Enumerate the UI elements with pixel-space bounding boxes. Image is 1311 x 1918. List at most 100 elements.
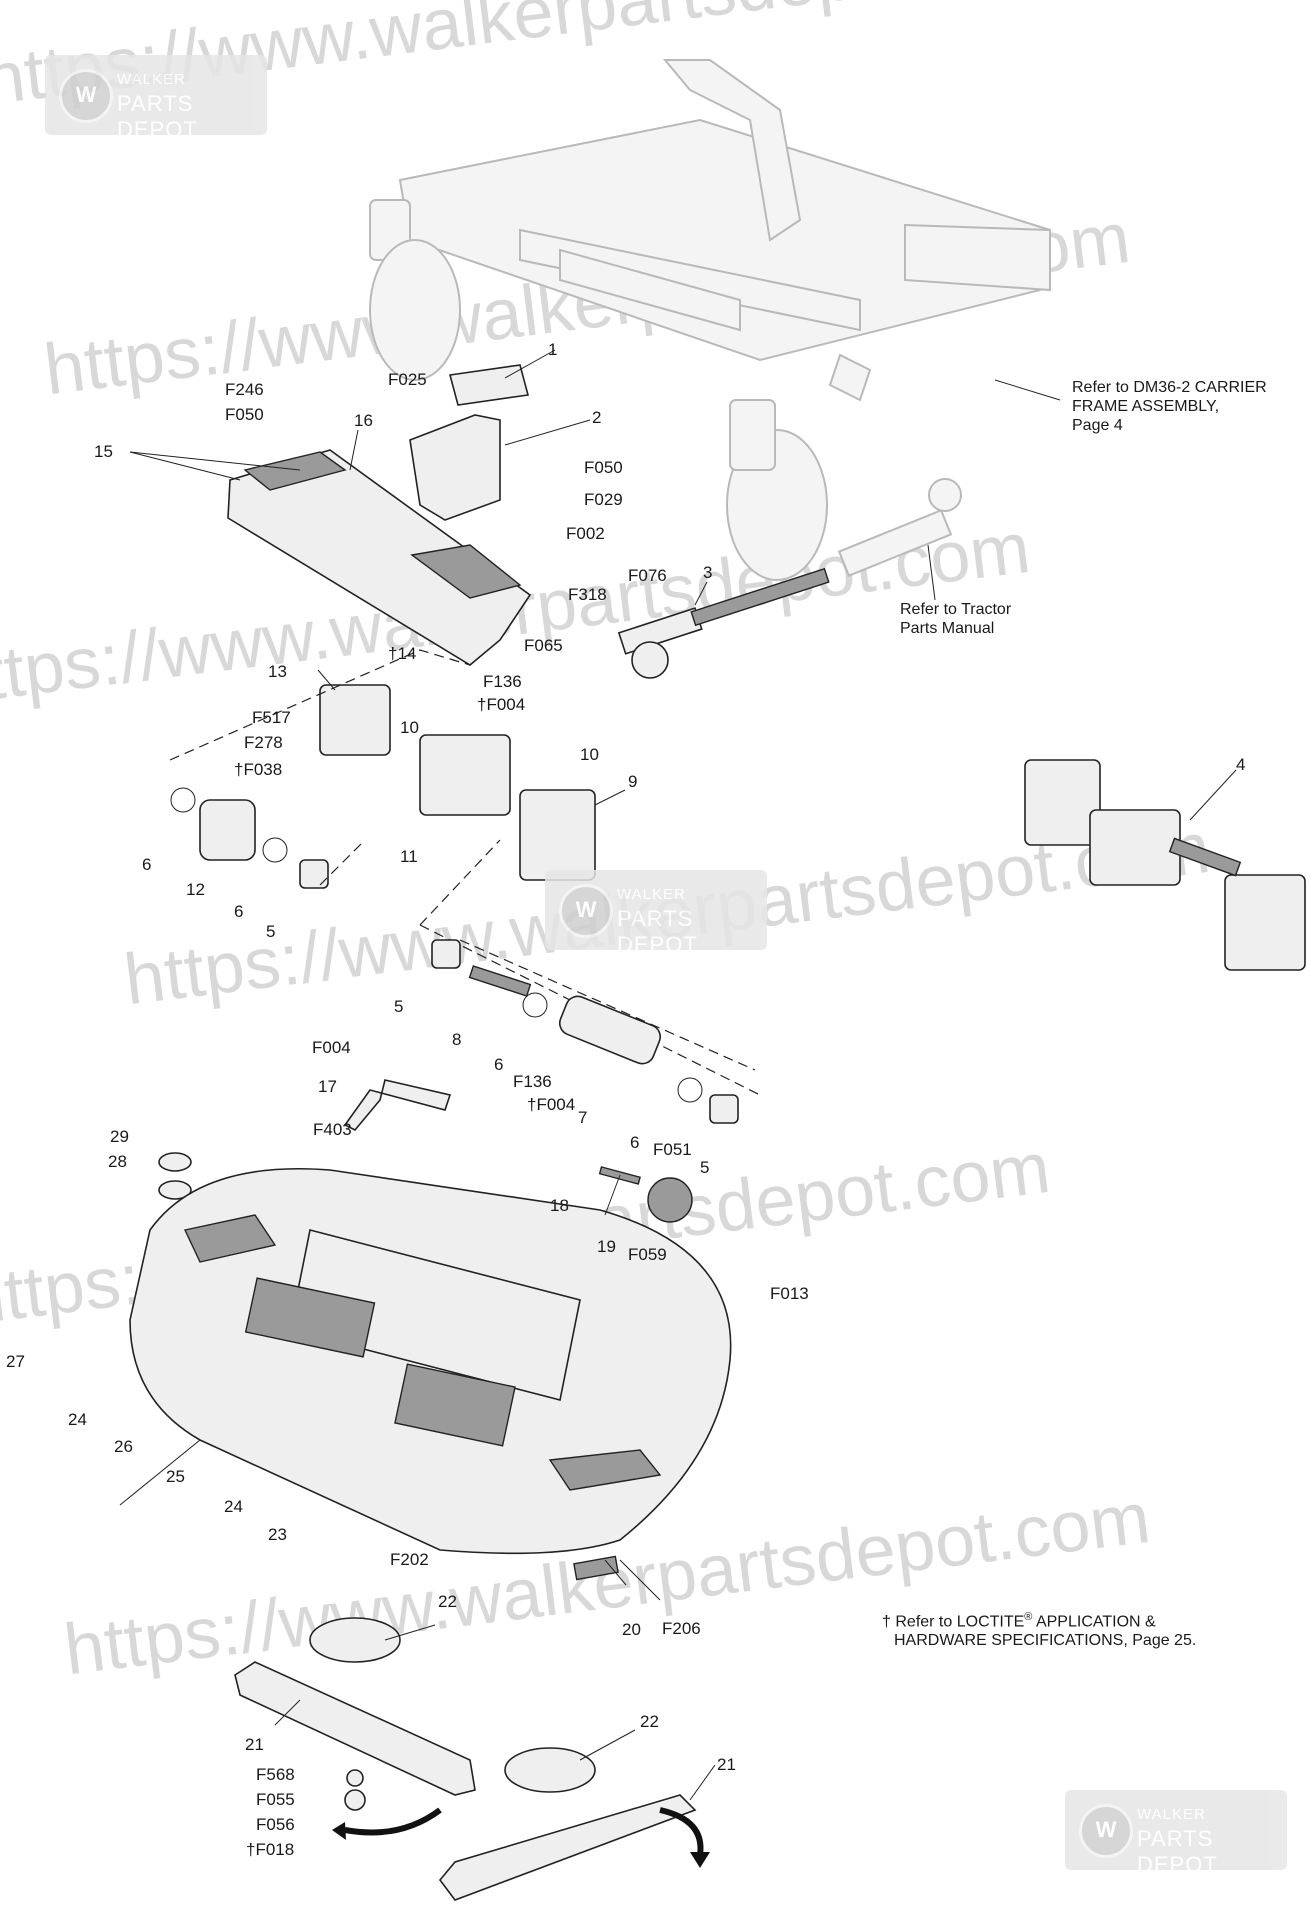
part-8-shaft: [468, 965, 532, 997]
walker-parts-depot-logo: WALKER PARTS DEPOT: [45, 55, 267, 142]
dagger-symbol: †: [882, 1613, 891, 1631]
note-tractor-manual: Refer to Tractor Parts Manual: [900, 600, 1011, 638]
leader-line: [317, 669, 336, 691]
note-line: FRAME ASSEMBLY,: [1072, 398, 1220, 415]
logo-badge-icon: [59, 69, 113, 123]
leader-line: [349, 429, 359, 471]
rotation-arrow-head: [332, 1822, 346, 1840]
part-28-washer: [158, 1180, 192, 1200]
leader-line: [619, 1559, 661, 1601]
callout-10: 10: [580, 745, 599, 764]
callout-3: 3: [703, 563, 713, 582]
callout-17: 17: [318, 1077, 337, 1096]
callout-f004: F004: [312, 1038, 351, 1057]
callout-19: 19: [597, 1237, 616, 1256]
part-f055-washer: [346, 1769, 364, 1787]
carrier-frame: [369, 59, 1052, 581]
leader-line: [129, 451, 301, 471]
registered-symbol: ®: [1024, 1611, 1033, 1623]
part-6-oring: [522, 992, 548, 1018]
leader-line: [579, 1729, 636, 1761]
callout-22: 22: [640, 1712, 659, 1731]
callout-18: 18: [550, 1196, 569, 1215]
leader-line: [504, 419, 591, 446]
callout-26: 26: [114, 1437, 133, 1456]
walker-parts-depot-logo: WALKER PARTS DEPOT: [1065, 1790, 1287, 1877]
dashed-guide: [459, 939, 756, 1071]
walker-parts-depot-logo: WALKER PARTS DEPOT: [545, 870, 767, 957]
callout-f025: F025: [388, 370, 427, 389]
callout-21: 21: [245, 1735, 264, 1754]
callout-f568: F568: [256, 1765, 295, 1784]
callout-22: 22: [438, 1592, 457, 1611]
leader-line: [694, 581, 708, 606]
logo-line2: PARTS DEPOT: [617, 906, 698, 957]
callout-f278: F278: [244, 733, 283, 752]
callout-f056: F056: [256, 1815, 295, 1834]
rotation-arrow: [659, 1807, 704, 1856]
callout-5: 5: [394, 997, 404, 1016]
part-f056-nut: [344, 1789, 366, 1811]
callout-7: 7: [578, 1108, 588, 1127]
callout-28: 28: [108, 1152, 127, 1171]
tractor-shaft: [837, 478, 962, 577]
mower-deck: [129, 1167, 732, 1555]
callout-24: 24: [68, 1410, 87, 1429]
callout-f403: F403: [313, 1120, 352, 1139]
callout-25: 25: [166, 1467, 185, 1486]
note-loctite: † Refer to LOCTITE® APPLICATION & HARDWA…: [882, 1608, 1196, 1650]
callout-f517: F517: [252, 708, 291, 727]
note-carrier-frame: Refer to DM36-2 CARRIER FRAME ASSEMBLY, …: [1072, 378, 1267, 435]
part-16-cover: [227, 449, 532, 666]
callout-f076: F076: [628, 566, 667, 585]
callout-f004: †F004: [527, 1095, 576, 1114]
part-3-driveshaft: [617, 567, 830, 679]
callout-5: 5: [266, 922, 276, 941]
callout-f013: F013: [770, 1284, 809, 1303]
callout-f059: F059: [628, 1245, 667, 1264]
part-12-hub: [199, 799, 256, 861]
callout-6: 6: [142, 855, 152, 874]
dashed-guide: [169, 649, 471, 761]
callout-9: 9: [628, 772, 638, 791]
callout-f018: †F018: [246, 1840, 295, 1859]
part-1-plate: [448, 364, 530, 406]
callout-24: 24: [224, 1497, 243, 1516]
logo-badge-icon: [1079, 1804, 1133, 1858]
leader-line: [504, 349, 556, 379]
callout-f206: F206: [662, 1619, 701, 1638]
part-5-bushing: [431, 939, 461, 969]
callout-8: 8: [452, 1030, 462, 1049]
dashed-guide: [419, 839, 501, 926]
part-19-idler-pulley: [647, 1177, 693, 1223]
part-21-blade: [438, 1794, 697, 1901]
part-13-gearbox: [319, 684, 391, 756]
part-4-gearbox-assembly: [1024, 759, 1306, 971]
part-15-decal: [243, 451, 347, 491]
callout-10: 10: [400, 718, 419, 737]
part-22-cup: [309, 1617, 401, 1663]
logo-line1: WALKER: [617, 886, 686, 903]
logo-line2: PARTS DEPOT: [1137, 1826, 1218, 1877]
part-17-bracket: [343, 1079, 452, 1131]
callout-f038: †F038: [234, 760, 283, 779]
note-line: Parts Manual: [900, 620, 995, 637]
leader-line: [994, 379, 1061, 401]
callout-f050: F050: [584, 458, 623, 477]
callout-f202: F202: [390, 1550, 429, 1569]
leader-line: [384, 1624, 436, 1641]
leader-line: [594, 789, 626, 806]
callout-29: 29: [110, 1127, 129, 1146]
leader-line: [119, 1439, 201, 1506]
note-line: Refer to Tractor: [900, 601, 1012, 618]
callout-f050: F050: [225, 405, 264, 424]
callout-15: 15: [94, 442, 113, 461]
leader-line: [604, 1174, 621, 1216]
callout-13: 13: [268, 662, 287, 681]
logo-line1: WALKER: [117, 71, 186, 88]
part-5-bushing: [709, 1094, 739, 1124]
callout-6: 6: [494, 1055, 504, 1074]
callout-14: †14: [388, 644, 417, 663]
